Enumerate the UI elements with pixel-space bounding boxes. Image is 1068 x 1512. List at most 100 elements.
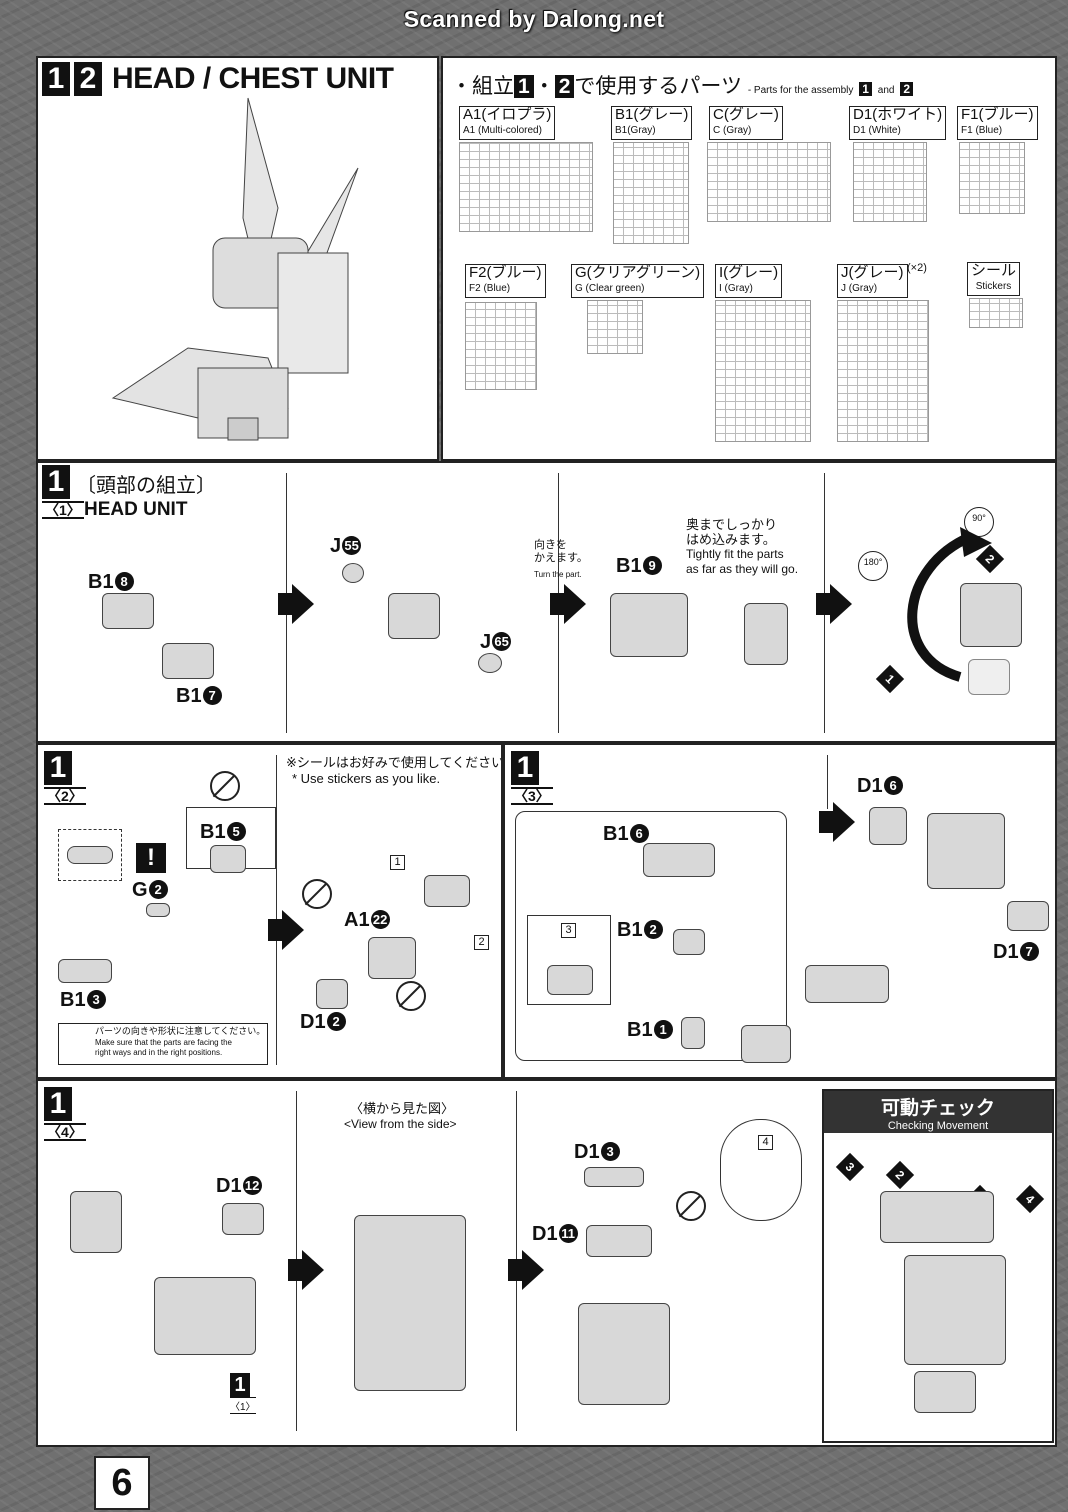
caution-excl-icon: ! — [136, 843, 166, 873]
part-head-assembly-shape — [744, 603, 788, 665]
substep-label: 〈4〉 — [44, 1123, 86, 1141]
part-label-ja: I(グレー) — [719, 264, 779, 281]
page-number: 6 — [94, 1456, 150, 1510]
part-number: 12 — [242, 1176, 262, 1195]
part-d1-7-shape — [1007, 901, 1049, 931]
parts-step-2: 2 — [554, 75, 575, 98]
part-label-ja: C(グレー) — [713, 106, 779, 123]
part-code: D1 — [300, 1011, 326, 1033]
part-code: D1 — [993, 941, 1019, 963]
parts-title-ja-prefix: ・組立 — [451, 75, 514, 98]
checking-movement-box: 可動チェック Checking Movement 3 2 1 4 — [822, 1089, 1054, 1443]
part-label-ja: B1(グレー) — [615, 106, 689, 123]
part-code: A1 — [344, 909, 370, 931]
part-b1-2-shape — [673, 929, 705, 955]
next-arrow — [830, 584, 852, 624]
next-arrow-body — [819, 811, 833, 833]
next-arrow — [292, 584, 314, 624]
part-code: D1 — [574, 1141, 600, 1163]
part-d1-12-shape — [222, 1203, 264, 1235]
substep-label: 〈1〉 — [42, 501, 84, 519]
part-g: G(クリアグリーン)G (Clear green) — [571, 264, 705, 298]
part-visor-shape — [67, 846, 113, 864]
step-number: 1 — [42, 465, 70, 499]
page-title: HEAD / CHEST UNIT — [112, 62, 394, 95]
part-b1: B1(グレー) B1(Gray) — [611, 106, 693, 140]
part-label-en: I (Gray) — [719, 283, 753, 294]
part-number: 65 — [492, 632, 512, 651]
part-stickers: シール Stickers — [967, 262, 1021, 296]
caution-en: Make sure that the parts are facing the … — [95, 1038, 232, 1057]
scan-credit: Scanned by Dalong.net — [403, 6, 665, 32]
head-chest-illustration — [111, 97, 359, 441]
part-number: 55 — [342, 536, 362, 555]
fit-note-en: Tightly fit the parts as far as they wil… — [686, 547, 799, 576]
part-code: B1 — [60, 989, 86, 1011]
part-b1-7-shape — [162, 643, 214, 679]
no-glue-icon — [396, 981, 426, 1011]
next-arrow — [564, 584, 586, 624]
no-glue-icon — [210, 771, 240, 801]
check-badge-3: 3 — [835, 1152, 865, 1182]
part-b1-8-shape — [102, 593, 154, 629]
visor-inset — [58, 829, 122, 881]
part-a1-22-shape — [424, 875, 470, 907]
part-d1: D1(ホワイト)D1 (White) — [849, 106, 947, 140]
no-glue-icon — [302, 879, 332, 909]
part-sticker-target-shape — [547, 965, 593, 995]
next-arrow — [302, 1250, 324, 1290]
parts-title-and: and — [877, 85, 895, 96]
part-head-base-shape — [388, 593, 440, 639]
part-number: 7 — [1019, 942, 1039, 961]
part-f1: F1(ブルー)F1 (Blue) — [957, 106, 1038, 140]
part-j-55-shape — [342, 563, 364, 583]
rotate-180-badge: 180° — [858, 551, 888, 581]
part-number: 2 — [148, 880, 168, 899]
part-check-head-top — [880, 1191, 994, 1243]
sticker-sheet — [969, 298, 1023, 328]
part-j-multiplier: (×2) — [907, 262, 927, 274]
runner-f2 — [465, 302, 537, 390]
runner-d1 — [853, 142, 927, 222]
part-rotated-head-shape — [960, 583, 1022, 647]
part-label-ja: G(クリアグリーン) — [575, 264, 701, 281]
part-code: D1 — [857, 775, 883, 797]
part-chest-plate-shape — [805, 965, 889, 1003]
rotation-arrow — [907, 527, 992, 682]
runner-g — [587, 300, 643, 354]
next-arrow-body — [816, 593, 830, 615]
part-b1-1-shape — [681, 1017, 705, 1049]
part-check-body — [904, 1255, 1006, 1365]
part-label-ja: F2(ブルー) — [469, 264, 542, 281]
divider — [276, 755, 277, 1065]
part-f2: F2(ブルー)F2 (Blue) — [465, 264, 546, 298]
parts-title-en-n2: 2 — [900, 82, 913, 96]
part-a1: A1(イロプラ)A1 (Multi-colored) — [459, 106, 556, 140]
part-label-ja: シール — [971, 262, 1017, 279]
part-d1-assembly-shape — [927, 813, 1005, 889]
part-head-final-shape — [578, 1303, 670, 1405]
part-code: B1 — [200, 821, 226, 843]
part-b1-5-shape — [210, 845, 246, 873]
part-number: 9 — [642, 556, 662, 575]
next-arrow — [522, 1250, 544, 1290]
divider — [827, 755, 828, 809]
part-d1-6-shape — [869, 807, 907, 845]
sticker-note-ja: ※シールはお好みで使用してください。 — [286, 755, 503, 770]
runner-b1 — [613, 142, 689, 244]
checking-movement-ja: 可動チェック — [880, 1098, 995, 1119]
parts-title-en: - Parts for the assembly — [747, 85, 854, 96]
part-head-top-shape — [70, 1191, 122, 1253]
part-label-en: C (Gray) — [713, 125, 752, 136]
part-label-en: B1(Gray) — [615, 125, 656, 136]
part-label-en: Stickers — [975, 281, 1012, 292]
caution-ja: パーツの向きや形状に注意してください。 — [95, 1026, 266, 1036]
